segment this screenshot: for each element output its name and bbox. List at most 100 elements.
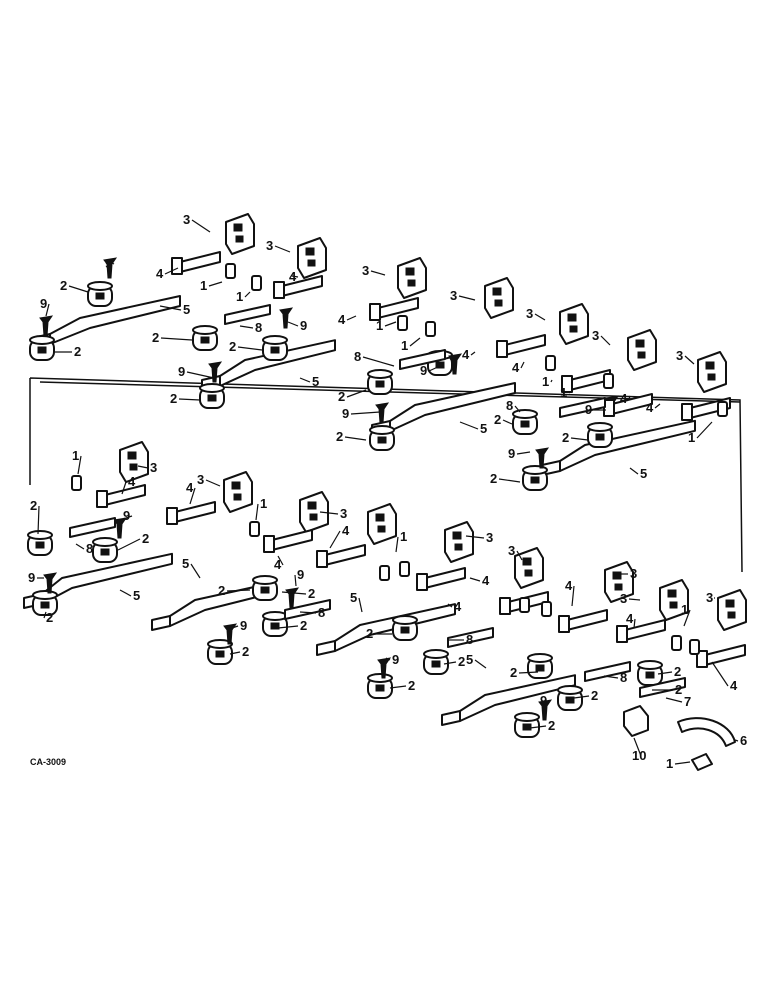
- leader-line: [711, 661, 729, 687]
- callout-2: 2: [170, 391, 177, 406]
- stub-tube: [324, 544, 366, 566]
- callout-4: 4: [338, 312, 346, 327]
- leader-line: [683, 609, 691, 627]
- callout-4: 4: [730, 678, 738, 693]
- callout-2: 2: [548, 718, 555, 733]
- leader-line: [568, 391, 571, 394]
- clamp-top: [367, 673, 393, 683]
- callout-9: 9: [178, 364, 185, 379]
- leader-line: [37, 505, 40, 535]
- leader-line: [550, 379, 553, 383]
- bracket-hole: [524, 569, 533, 577]
- short-bar-part: [559, 397, 606, 418]
- mounting-bracket-part: [623, 705, 649, 737]
- callout-8: 8: [86, 541, 93, 556]
- bar-part: [441, 674, 576, 726]
- leader-line: [362, 356, 395, 367]
- stub-flange: [369, 303, 381, 321]
- bracket-hole: [637, 351, 646, 359]
- bracket-hole: [235, 235, 244, 243]
- clamp-part: [637, 660, 663, 686]
- leader-line: [344, 436, 367, 441]
- clamp-slot: [260, 586, 270, 594]
- callout-3: 3: [150, 460, 157, 475]
- stub-tube: [104, 484, 146, 506]
- clamp-part: [87, 281, 113, 307]
- clamp-slot: [200, 336, 210, 344]
- stub-tube: [281, 275, 323, 297]
- callout-9: 9: [40, 296, 47, 311]
- stub-tube: [704, 644, 746, 666]
- bracket-body: [559, 303, 589, 345]
- callout-3: 3: [266, 238, 273, 253]
- callout-3: 3: [362, 263, 369, 278]
- clamp-part: [423, 649, 449, 675]
- leader-line: [291, 275, 299, 278]
- leader-line: [125, 515, 133, 519]
- bent-rod-part: [677, 717, 736, 747]
- leader-line: [573, 695, 590, 699]
- leader-line: [294, 574, 297, 587]
- bracket-hole: [233, 223, 243, 232]
- bracket-part: [119, 441, 149, 483]
- callout-9: 9: [123, 508, 130, 523]
- clamp-top: [207, 639, 233, 649]
- leader-line: [346, 315, 357, 321]
- leader-line: [665, 697, 683, 703]
- stub-flange: [316, 550, 328, 568]
- leader-line: [629, 467, 639, 475]
- clamp-top: [367, 369, 393, 379]
- clamp-part: [29, 335, 55, 361]
- callout-2: 2: [142, 531, 149, 546]
- pin-part: [535, 447, 550, 469]
- clamp-part: [367, 673, 393, 699]
- callout-2: 2: [674, 664, 681, 679]
- callout-5: 5: [480, 421, 487, 436]
- callout-1: 1: [72, 448, 79, 463]
- callout-3: 3: [706, 590, 713, 605]
- leader-line: [474, 659, 487, 669]
- leader-line: [43, 611, 47, 619]
- pin-part: [39, 315, 54, 337]
- callout-2: 2: [336, 429, 343, 444]
- callout-9: 9: [585, 402, 592, 417]
- bracket-body: [717, 589, 747, 631]
- callout-2: 2: [408, 678, 415, 693]
- clamp-slot: [435, 361, 445, 369]
- clamp-top: [423, 649, 449, 659]
- leader-line: [244, 291, 251, 298]
- leader-line: [186, 371, 215, 379]
- stub-flange: [273, 281, 285, 299]
- bracket-body: [484, 277, 514, 319]
- clamp-part: [92, 537, 118, 563]
- bracket-part: [297, 237, 327, 279]
- block-part: [249, 521, 260, 537]
- leader-line: [657, 671, 673, 675]
- bracket-hole: [405, 267, 415, 276]
- bracket-hole: [129, 463, 138, 471]
- leader-line: [447, 603, 453, 608]
- bar-body: [49, 295, 181, 345]
- callout-4: 4: [454, 599, 462, 614]
- clamp-top: [512, 409, 538, 419]
- clamp-part: [262, 335, 288, 361]
- callout-9: 9: [508, 446, 515, 461]
- leader-line: [117, 538, 141, 551]
- callout-3: 3: [486, 530, 493, 545]
- bracket-body: [514, 547, 544, 589]
- block-part: [71, 475, 82, 491]
- clamp-slot: [270, 346, 280, 354]
- clamp-slot: [520, 420, 530, 428]
- clamp-slot: [375, 684, 385, 692]
- clamp-part: [514, 712, 540, 738]
- callout-2: 2: [562, 430, 569, 445]
- stub-flange: [171, 257, 183, 275]
- clamp-top: [262, 611, 288, 621]
- bracket-hole: [492, 287, 502, 296]
- bracket-body: [627, 329, 657, 371]
- callout-1: 1: [236, 289, 243, 304]
- clamp-top: [262, 335, 288, 345]
- block-part: [397, 315, 408, 331]
- callout-4: 4: [342, 523, 350, 538]
- bracket-hole: [127, 451, 137, 460]
